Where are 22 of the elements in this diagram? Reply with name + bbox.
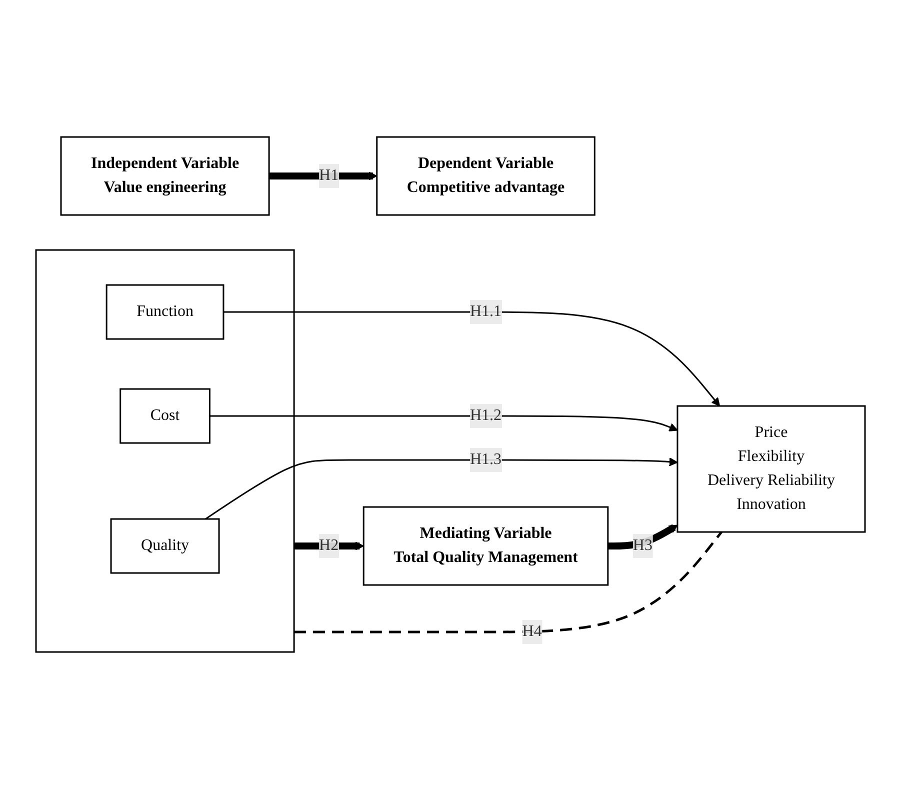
node-box: Quality xyxy=(110,518,220,574)
node-box: Dependent Variable Competitive advantage xyxy=(376,136,595,216)
node-box: Independent Variable Value engineering xyxy=(60,136,270,216)
cluster xyxy=(34,249,294,653)
edge-label: H2 xyxy=(318,537,338,554)
edge-label: H4 xyxy=(522,623,542,640)
edge-label: H1 xyxy=(318,167,338,184)
arrow xyxy=(607,524,678,550)
arrow xyxy=(209,415,678,432)
arrow xyxy=(204,457,678,520)
arrow xyxy=(222,311,720,406)
connector xyxy=(294,531,722,634)
edge-label: H1.2 xyxy=(469,407,502,424)
node-box: Price Flexibility Delivery Reliability Innovation xyxy=(676,405,866,533)
node-box: Cost xyxy=(119,388,210,444)
arrow xyxy=(294,542,364,550)
edge-label: H3 xyxy=(632,537,652,554)
edge-label: H1.3 xyxy=(469,451,502,468)
arrow xyxy=(268,172,377,180)
node-box: Mediating Variable Total Quality Management xyxy=(362,506,608,586)
node-box: Function xyxy=(105,284,224,340)
edge-label: H1.1 xyxy=(469,303,502,320)
